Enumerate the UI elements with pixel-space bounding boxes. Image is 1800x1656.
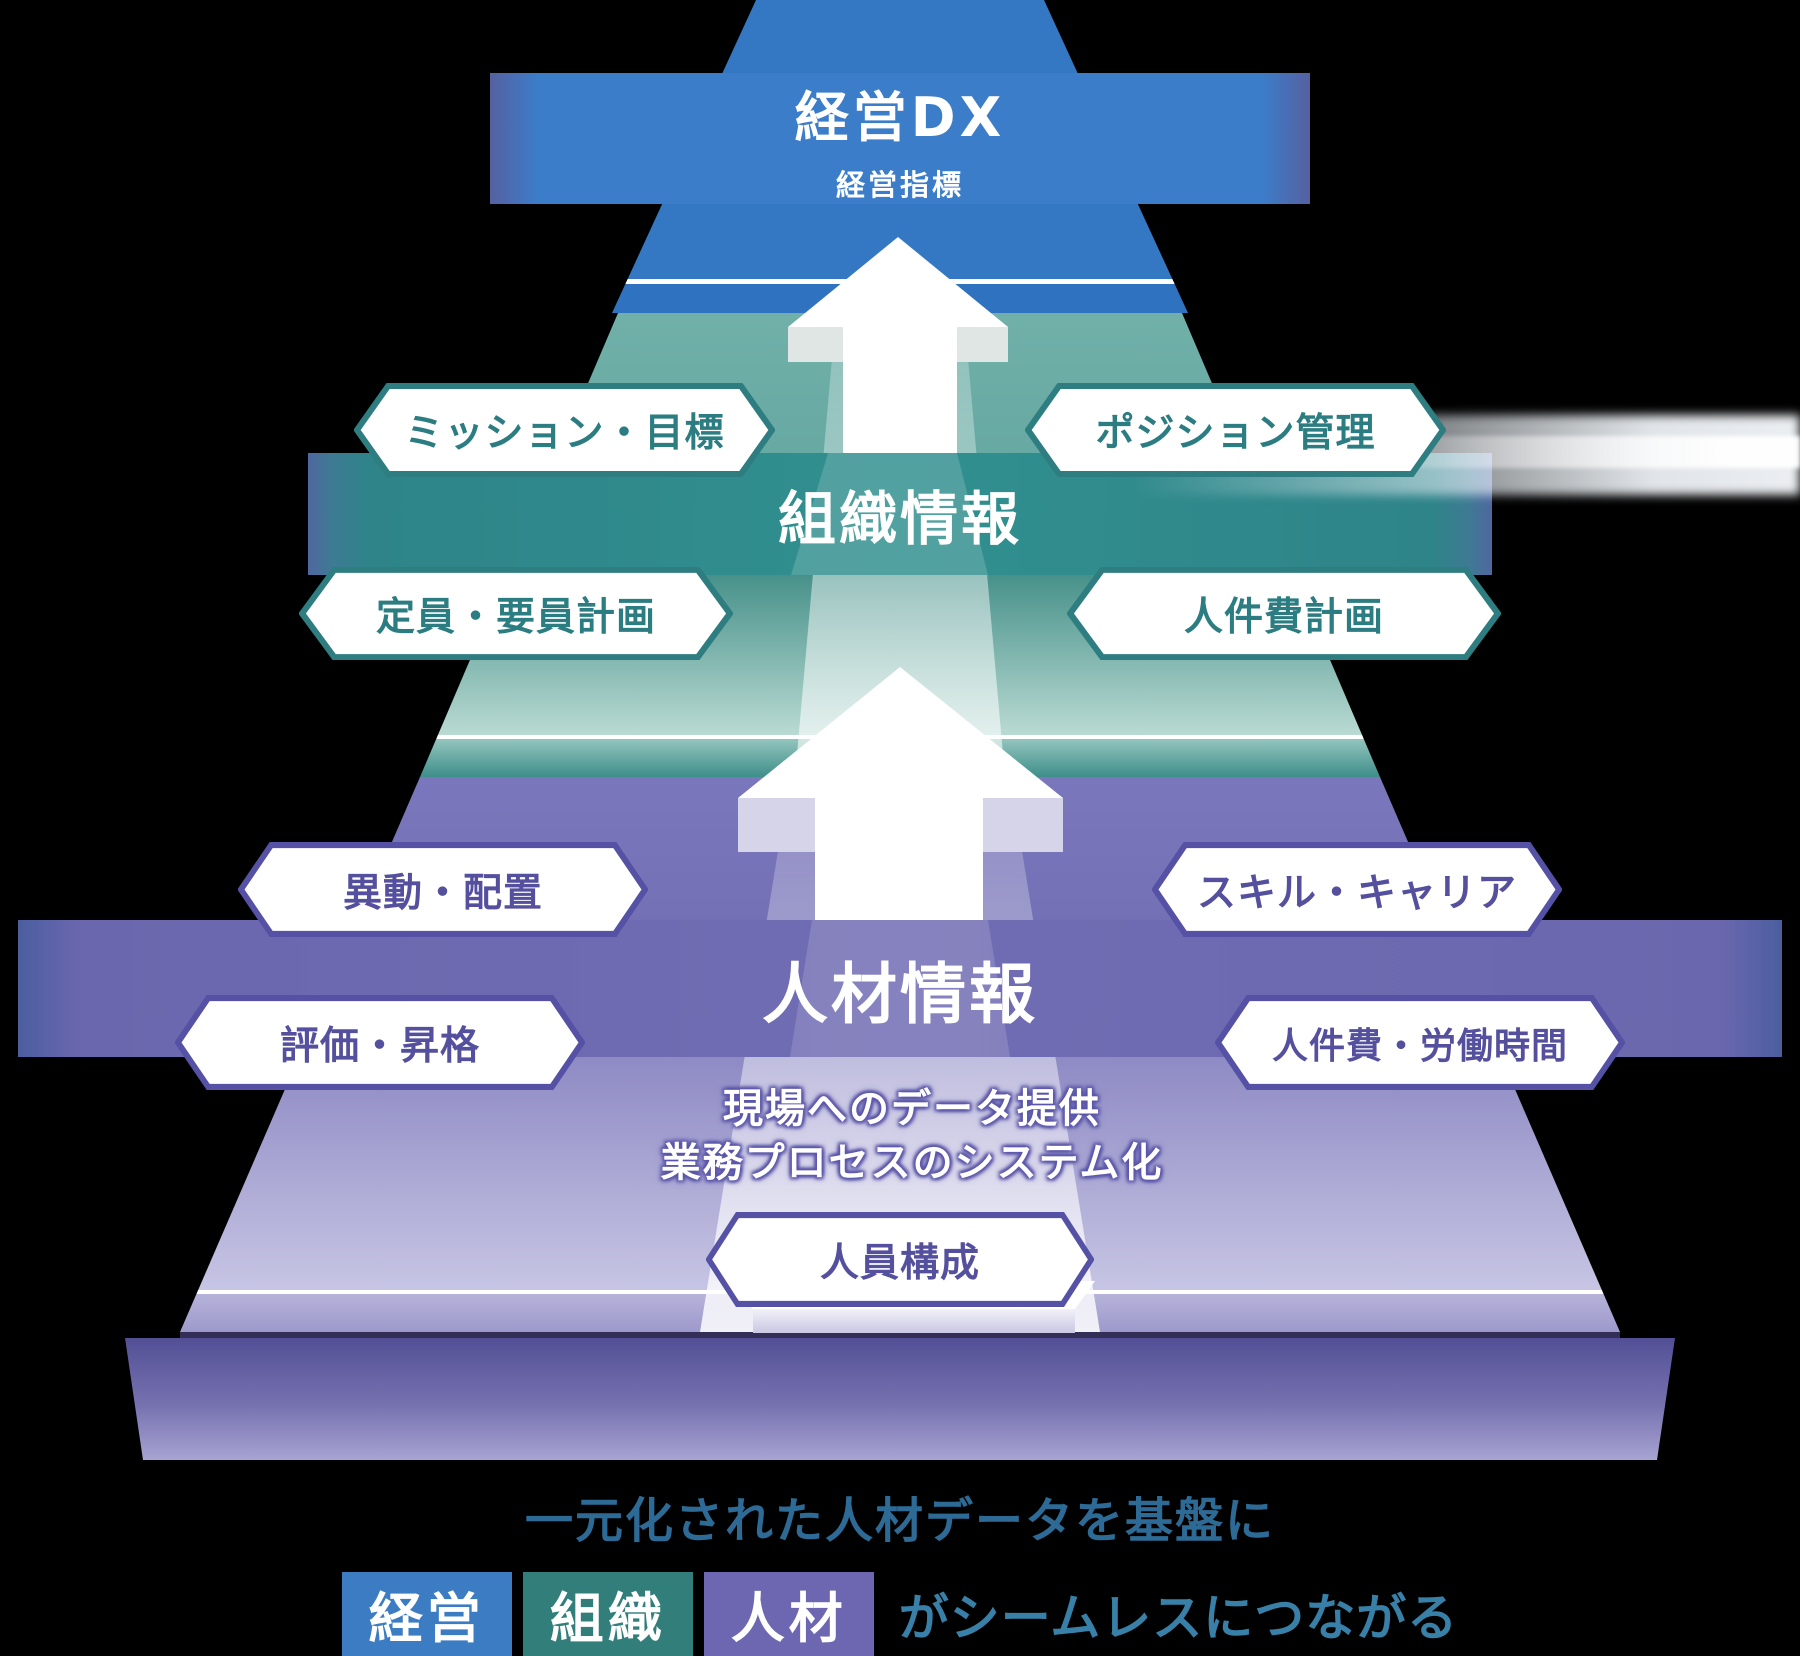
hexagon-label: スキル・キャリア xyxy=(1196,870,1517,916)
hr-note-block: 現場へのデータ提供 業務プロセスのシステム化 xyxy=(612,1082,1212,1190)
hexagon-shape-icon xyxy=(175,995,585,1090)
hexagon-label: 評価・昇格 xyxy=(279,1023,480,1069)
management-band-title-block: 経営DX 経営指標 xyxy=(490,73,1310,204)
hexagon-label: 人件費計画 xyxy=(1183,594,1384,640)
hexagon-transfer-placement: 異動・配置 xyxy=(238,842,648,937)
hr-note-line2: 業務プロセスのシステム化 xyxy=(660,1140,1164,1186)
up-arrow-upper-underside-right xyxy=(953,327,1008,362)
organization-band-beam-overlay xyxy=(791,453,988,575)
caption-row: 経営 組織 人材 がシームレスにつながる xyxy=(0,1571,1800,1656)
up-arrow-upper-underside-left xyxy=(788,327,843,362)
hexagon-shape-icon xyxy=(238,842,648,937)
hexagon-labor-cost-plan: 人件費計画 xyxy=(1067,567,1501,660)
hexagon-shape-icon xyxy=(1215,995,1625,1090)
hexagon-laborcost-workhours: 人件費・労働時間 xyxy=(1215,995,1625,1090)
hexagon-personnel-composition: 人員構成 xyxy=(706,1212,1094,1307)
caption-line2-suffix: がシームレスにつながる xyxy=(898,1588,1459,1647)
up-arrow-lower-shaft xyxy=(815,798,983,922)
hexagon-label: ポジション管理 xyxy=(1095,411,1376,456)
up-arrow-lower-underside-right xyxy=(983,798,1063,852)
hexagon-mission-goals: ミッション・目標 xyxy=(354,383,775,477)
hexagon-position-management: ポジション管理 xyxy=(1025,383,1446,477)
up-arrow-lower-underside-left xyxy=(738,798,815,852)
hexagon-shape-icon xyxy=(1025,383,1446,477)
hexagon-label: 定員・要員計画 xyxy=(375,594,656,640)
hr-band-beam-overlay xyxy=(790,920,1010,1057)
hexagon-shape-icon xyxy=(706,1212,1094,1307)
management-band-subtitle: 経営指標 xyxy=(835,168,964,202)
hexagon-label: 異動・配置 xyxy=(342,870,543,916)
hexagon-label: 人件費・労働時間 xyxy=(1271,1025,1568,1067)
organization-band-title: 組織情報 xyxy=(777,485,1022,553)
hexagon-shape-icon xyxy=(354,383,775,477)
up-arrow-upper-shaft xyxy=(843,327,957,456)
hr-note-line1: 現場へのデータ提供 xyxy=(723,1086,1101,1132)
hexagon-shape-icon xyxy=(299,567,733,660)
hexagon-shape-icon xyxy=(1152,842,1562,937)
management-band: 経営DX 経営指標 xyxy=(490,73,1310,204)
hexagon-evaluation-promotion: 評価・昇格 xyxy=(175,995,585,1090)
caption-box-management: 経営 xyxy=(341,1571,512,1656)
base-shadow-line xyxy=(180,1332,1620,1338)
hr-band-title: 人材情報 xyxy=(762,955,1038,1033)
base-podium-front xyxy=(753,1309,1075,1333)
hexagon-skill-career: スキル・キャリア xyxy=(1152,842,1562,937)
caption-box-organization: 組織 xyxy=(522,1571,693,1656)
hexagon-staffing-plan: 定員・要員計画 xyxy=(299,567,733,660)
base-slab xyxy=(125,1338,1675,1460)
caption-line1: 一元化された人材データを基盤に xyxy=(524,1493,1275,1549)
hexagon-label: ミッション・目標 xyxy=(404,411,725,456)
hexagon-label: 人員構成 xyxy=(819,1240,980,1286)
caption-box-hr: 人材 xyxy=(703,1571,874,1656)
management-band-title: 経営DX xyxy=(794,86,1006,149)
hexagon-shape-icon xyxy=(1067,567,1501,660)
